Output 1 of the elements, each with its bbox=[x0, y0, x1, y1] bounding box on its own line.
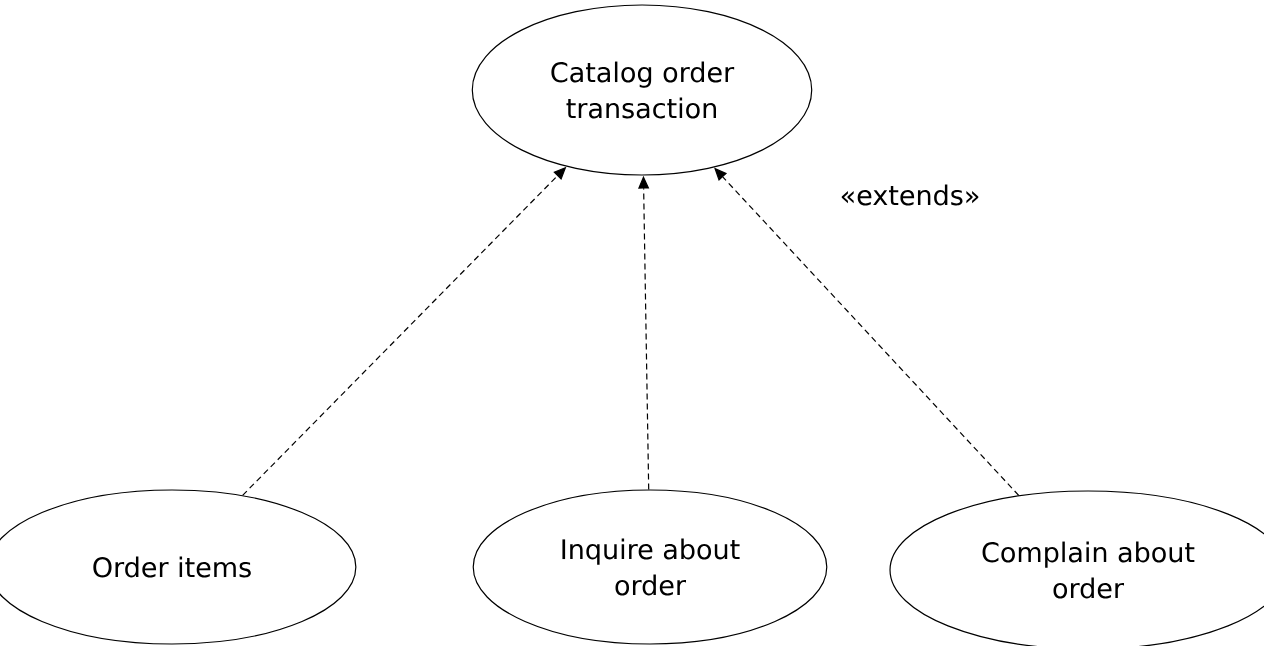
edge-label: «extends» bbox=[837, 182, 983, 208]
